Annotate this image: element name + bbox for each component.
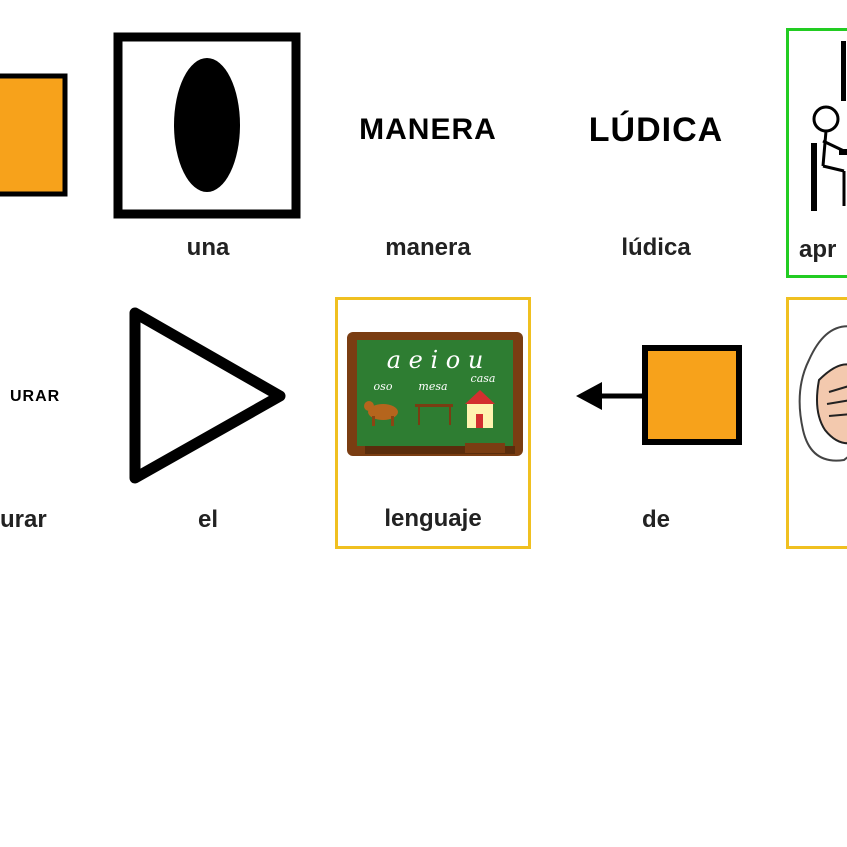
cell-una: una <box>108 20 308 280</box>
orange-square-icon <box>0 73 68 197</box>
label-lenguaje: lenguaje <box>384 505 482 532</box>
board-word-mesa: mesa <box>418 380 447 393</box>
bear-icon <box>364 401 398 426</box>
board-word-oso: oso <box>374 380 393 393</box>
cell-manera: MANERA manera <box>328 20 528 280</box>
cell-partial-left-row1 <box>0 20 90 290</box>
cell-el: el <box>108 298 308 548</box>
board-word-casa: casa <box>471 372 496 385</box>
cell-lenguaje: a e i o u oso mesa casa lenguaje <box>335 297 531 549</box>
cell-hand <box>786 297 847 549</box>
word-estructurar: URAR <box>10 388 61 405</box>
oval-in-square-icon <box>113 32 301 219</box>
label-el: el <box>197 506 218 533</box>
triangle-icon <box>129 307 286 484</box>
teacher-student-icon <box>811 41 847 211</box>
cell-aprender: apr <box>786 28 847 278</box>
label-estructurar: urar <box>0 506 47 533</box>
chalkboard-icon: a e i o u oso mesa casa <box>347 332 523 456</box>
word-manera: MANERA <box>359 113 497 146</box>
label-ludica: lúdica <box>621 234 691 261</box>
label-una: una <box>186 234 230 261</box>
table-icon <box>415 404 453 425</box>
label-manera: manera <box>385 234 471 261</box>
cell-de: de <box>556 298 756 548</box>
arrow-left-square-icon <box>576 345 742 445</box>
cell-ludica: LÚDICA lúdica <box>556 20 756 280</box>
word-ludica: LÚDICA <box>588 111 724 149</box>
label-de: de <box>641 506 670 533</box>
house-icon <box>465 390 495 428</box>
label-aprender: apr <box>799 236 837 263</box>
hand-icon <box>798 325 847 462</box>
cell-estructurar: URAR urar <box>0 298 90 548</box>
board-vowels: a e i o u <box>387 346 484 374</box>
